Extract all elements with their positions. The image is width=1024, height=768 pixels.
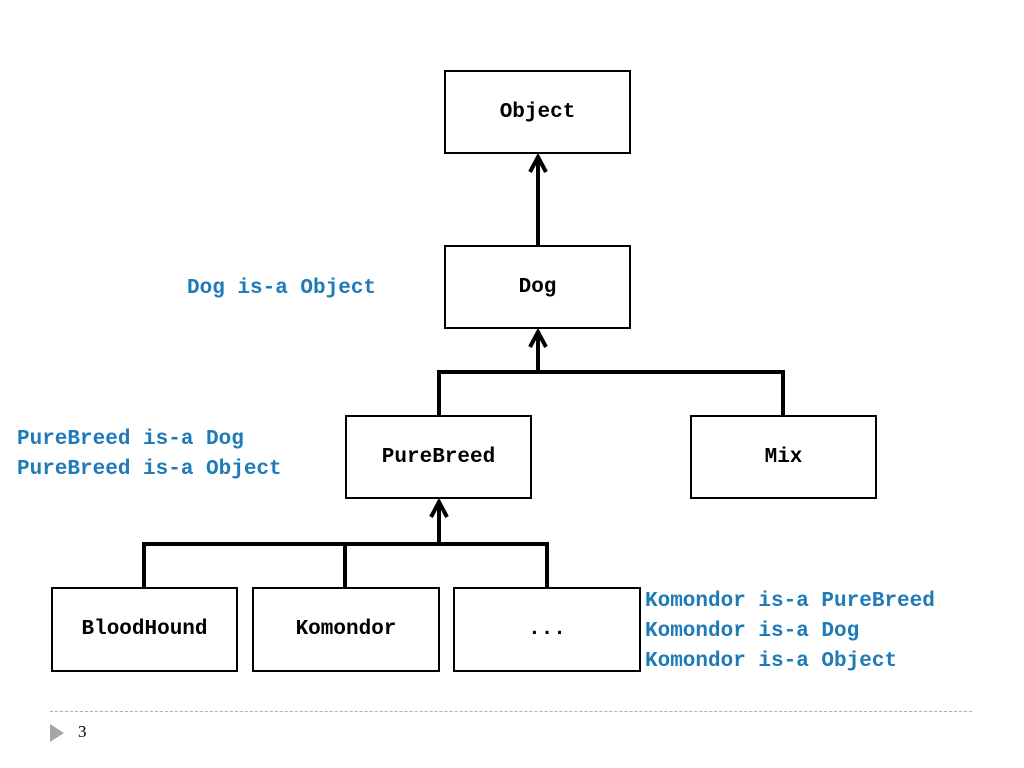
node-mix: Mix: [690, 415, 877, 499]
node-more-label: ...: [528, 618, 566, 641]
annotation-komondor-line: Komondor is-a PureBreed: [645, 590, 935, 613]
arrowhead-purebreed-icon: [429, 497, 449, 518]
triangle-right-icon: [50, 724, 64, 742]
annotation-dog-line: Dog is-a Object: [187, 277, 377, 300]
node-komondor: Komondor: [252, 587, 440, 672]
annotation-komondor-line: Komondor is-a Object: [645, 650, 898, 673]
page-number: 3: [78, 722, 87, 741]
node-bloodhound: BloodHound: [51, 587, 238, 672]
arrowhead-object-icon: [528, 152, 548, 173]
node-mix-label: Mix: [764, 445, 803, 469]
annotation-dog: Dog is-a Object: [187, 274, 376, 304]
node-purebreed-label: PureBreed: [381, 445, 496, 469]
annotation-purebreed: PureBreed is-a Dog PureBreed is-a Object: [17, 425, 282, 485]
annotation-komondor-line: Komondor is-a Dog: [645, 620, 860, 643]
node-komondor-label: Komondor: [295, 618, 397, 641]
annotation-purebreed-line: PureBreed is-a Object: [17, 458, 282, 481]
node-bloodhound-label: BloodHound: [81, 618, 208, 641]
arrowhead-dog-icon: [528, 327, 548, 348]
annotation-komondor: Komondor is-a PureBreed Komondor is-a Do…: [645, 587, 935, 677]
node-dog: Dog: [444, 245, 631, 329]
node-object: Object: [444, 70, 631, 154]
node-more: ...: [453, 587, 641, 672]
node-purebreed: PureBreed: [345, 415, 532, 499]
footer-divider: [50, 711, 972, 712]
node-dog-label: Dog: [518, 275, 557, 299]
node-object-label: Object: [499, 100, 576, 124]
annotation-purebreed-line: PureBreed is-a Dog: [17, 428, 244, 451]
